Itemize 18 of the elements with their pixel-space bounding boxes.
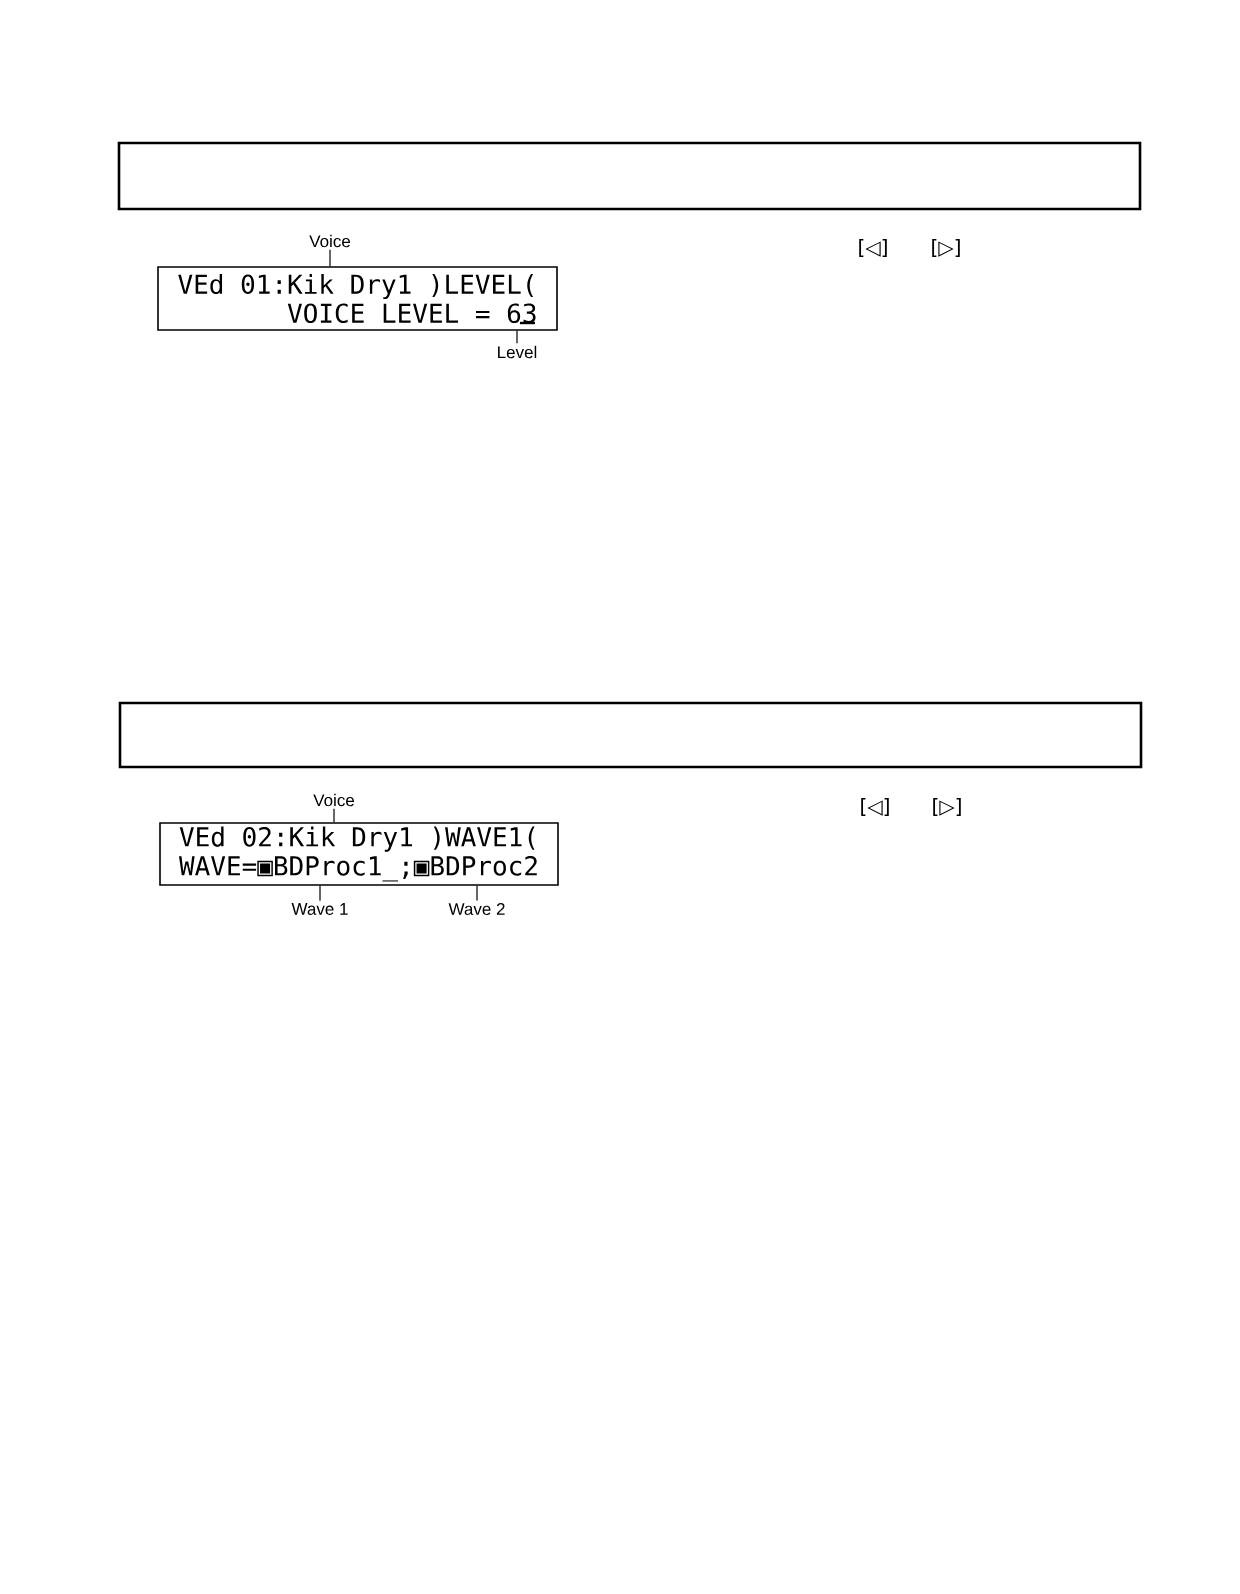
callout-label: Wave 1 (291, 903, 348, 915)
lcd-display: VEd 02:Kik Dry1 )WAVE1( WAVE=▣BDProc1_;▣BDProc2 (159, 822, 559, 886)
button-symbol: [◁] (859, 239, 887, 257)
header-frame (118, 701, 1143, 769)
leader-line (333, 808, 335, 823)
callout-label: Voice (309, 234, 351, 248)
leader-line (516, 330, 518, 344)
button-symbol: [▷] (932, 239, 960, 257)
callout-label: Level (498, 345, 537, 359)
callout-label: Voice (313, 793, 355, 807)
leader-line (476, 885, 478, 902)
callout-label: Wave 2 (448, 903, 505, 915)
button-symbol: [◁] (861, 798, 889, 816)
leader-line (329, 249, 331, 267)
button-symbol: [▷] (933, 798, 961, 816)
header-frame (117, 141, 1142, 211)
lcd-display: VEd 01:Kik Dry1 )LEVEL( VOICE LEVEL = 63 (157, 266, 558, 331)
leader-line (319, 885, 321, 902)
